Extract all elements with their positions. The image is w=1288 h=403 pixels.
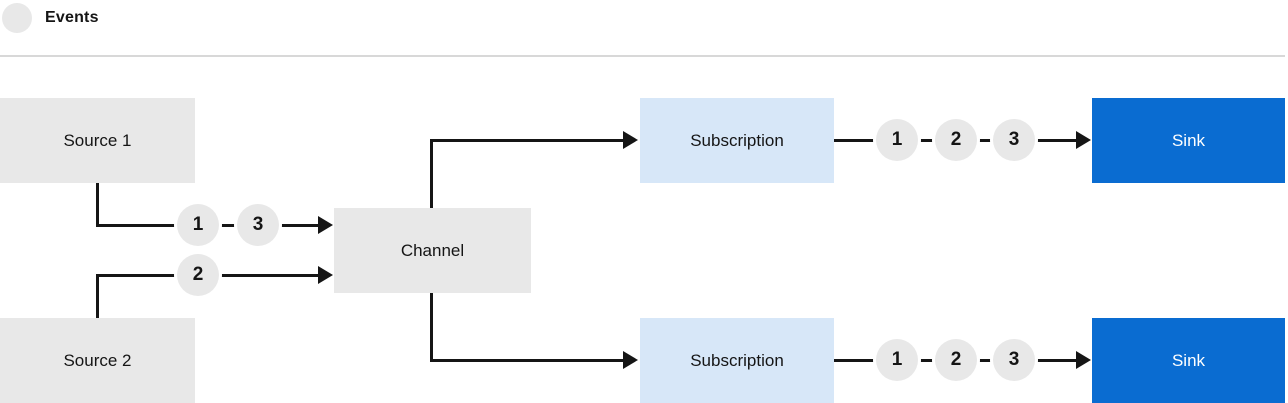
node-sink-bottom: Sink bbox=[1092, 318, 1285, 403]
event-circle: 2 bbox=[177, 254, 219, 296]
event-circle: 2 bbox=[935, 339, 977, 381]
arrowhead-icon bbox=[318, 266, 333, 284]
arrowhead-icon bbox=[623, 351, 638, 369]
event-circle: 1 bbox=[177, 204, 219, 246]
arrowhead-icon bbox=[623, 131, 638, 149]
event-circle: 3 bbox=[237, 204, 279, 246]
event-circle: 3 bbox=[993, 119, 1035, 161]
node-label: Source 1 bbox=[63, 130, 132, 150]
connector-channel-down bbox=[430, 292, 433, 362]
event-circle: 2 bbox=[935, 119, 977, 161]
node-source-2: Source 2 bbox=[0, 318, 195, 403]
node-label: Subscription bbox=[690, 350, 784, 370]
node-label: Source 2 bbox=[63, 350, 132, 370]
node-sink-top: Sink bbox=[1092, 98, 1285, 183]
arrowhead-icon bbox=[318, 216, 333, 234]
event-circle: 3 bbox=[993, 339, 1035, 381]
node-label: Sink bbox=[1171, 350, 1206, 370]
connector-source1-down bbox=[96, 183, 99, 227]
connector-channel-up bbox=[430, 139, 433, 209]
event-circle: 1 bbox=[876, 119, 918, 161]
node-channel: Channel bbox=[334, 208, 531, 293]
arrowhead-icon bbox=[1076, 351, 1091, 369]
node-subscription-top: Subscription bbox=[640, 98, 834, 183]
node-label: Subscription bbox=[690, 130, 784, 150]
node-label: Channel bbox=[400, 240, 465, 260]
node-label: Sink bbox=[1171, 130, 1206, 150]
connector-source2-up bbox=[96, 274, 99, 320]
node-subscription-bottom: Subscription bbox=[640, 318, 834, 403]
event-circle: 1 bbox=[876, 339, 918, 381]
node-source-1: Source 1 bbox=[0, 98, 195, 183]
legend-divider bbox=[0, 55, 1285, 57]
connector-channel-to-subscription-bottom bbox=[430, 359, 625, 362]
legend-label: Events bbox=[45, 9, 99, 26]
connector-channel-to-subscription-top bbox=[430, 139, 625, 142]
event-legend-swatch-icon bbox=[2, 3, 32, 33]
arrowhead-icon bbox=[1076, 131, 1091, 149]
